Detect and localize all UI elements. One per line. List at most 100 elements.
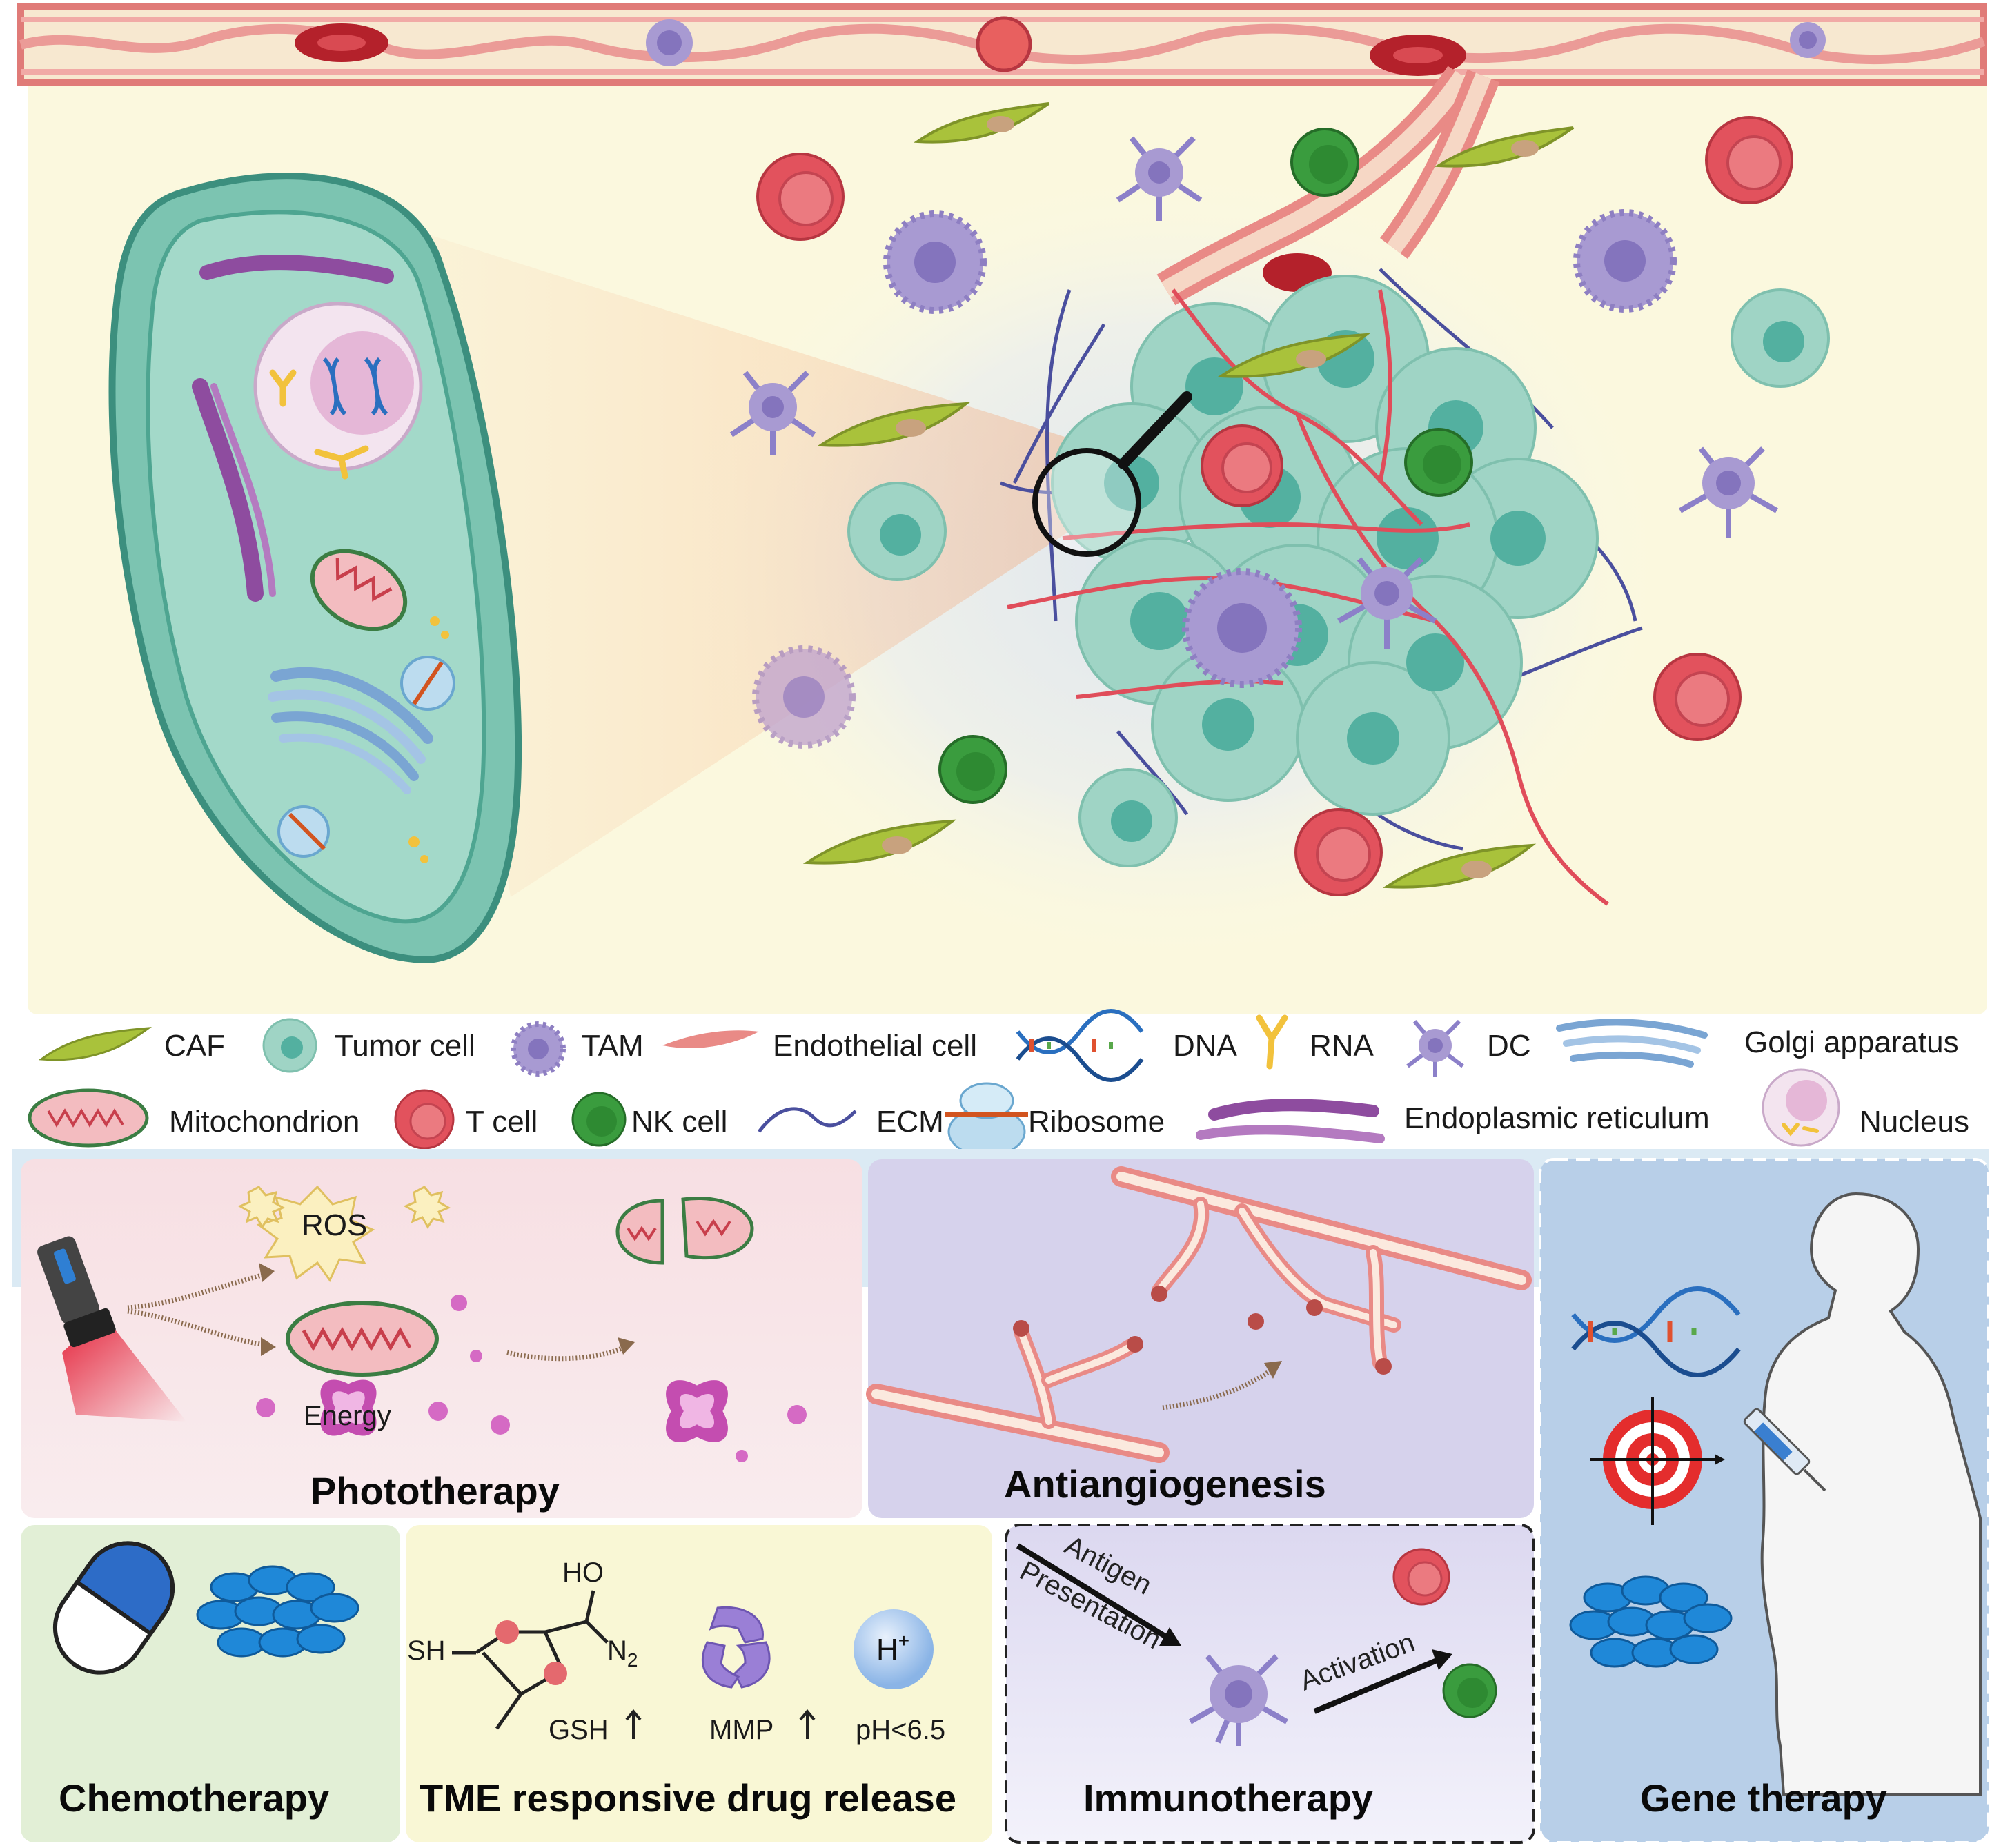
t-cell-icon xyxy=(1392,1548,1450,1606)
mitochondrion-icon xyxy=(310,549,408,631)
nucleus-legend-icon xyxy=(1762,1068,1840,1147)
t-cell xyxy=(1294,808,1383,896)
ho-label: HO xyxy=(562,1557,604,1588)
legend-ribosome: Ribosome xyxy=(1028,1105,1165,1139)
dendritic-cell xyxy=(729,371,816,455)
er-icon xyxy=(199,255,394,284)
n2-label: N2 xyxy=(607,1635,638,1671)
legend-nucleus: Nucleus xyxy=(1860,1105,1969,1139)
energy-flower-icon xyxy=(320,1379,377,1436)
tam xyxy=(752,645,856,749)
tumor-cell xyxy=(1731,288,1830,388)
energy-flower-large-icon xyxy=(666,1380,728,1442)
gene-therapy-title: Gene therapy xyxy=(1640,1776,1887,1820)
dendritic-cell xyxy=(1116,136,1203,221)
ecm-legend-icon xyxy=(758,1107,857,1133)
nk-cell xyxy=(1290,128,1359,197)
t-cell xyxy=(756,153,845,241)
antigen-arrow xyxy=(1016,1543,1172,1642)
zoomed-tumor-cell xyxy=(108,173,522,963)
caf-legend-icon xyxy=(38,1027,152,1061)
legend-endothelial-cell: Endothelial cell xyxy=(773,1029,977,1063)
dc-legend-icon xyxy=(1406,1019,1464,1077)
syringe-icon xyxy=(1743,1408,1826,1492)
mmp-up-arrow xyxy=(799,1709,816,1739)
tam xyxy=(1573,209,1677,313)
caf xyxy=(914,102,1050,144)
tumor-cluster-icon xyxy=(1569,1575,1733,1668)
broken-mitochondrion-icon xyxy=(615,1197,754,1265)
ph-label: pH<6.5 xyxy=(856,1715,945,1745)
legend-dc: DC xyxy=(1487,1029,1531,1063)
er-legend-icon xyxy=(1196,1099,1385,1143)
tip-cells xyxy=(1013,1286,1392,1375)
zoom-beam xyxy=(407,228,1080,897)
legend: CAF Tumor cell TAM Endothelial cell DNA … xyxy=(28,1009,1969,1157)
tumor-cell xyxy=(847,482,947,581)
chemotherapy-title: Chemotherapy xyxy=(59,1776,329,1820)
tam xyxy=(1182,568,1302,688)
anti-arrow xyxy=(1162,1364,1279,1410)
caf xyxy=(816,402,971,447)
small-energy-icons xyxy=(256,1295,807,1462)
t-cell xyxy=(1705,116,1793,204)
tme-release-panel: SH HO N2 GSH MMP H+ pH<6.5 TME responsiv… xyxy=(406,1525,992,1842)
legend-dna: DNA xyxy=(1173,1029,1238,1063)
legend-rna: RNA xyxy=(1310,1029,1374,1063)
branching-vessel xyxy=(1156,66,1500,306)
tam xyxy=(883,210,987,314)
legend-golgi: Golgi apparatus xyxy=(1744,1025,1959,1059)
mitochondrion-icon xyxy=(286,1301,439,1377)
split-arrow-down xyxy=(127,1308,270,1348)
nk-cell xyxy=(938,735,1007,804)
endothelial-legend-icon xyxy=(662,1030,759,1048)
capsule-icon xyxy=(52,1541,175,1675)
t-cell xyxy=(1653,653,1742,741)
top-blood-vessel xyxy=(17,3,1987,86)
mmp-label: MMP xyxy=(709,1715,773,1745)
target-icon xyxy=(1590,1397,1725,1525)
h-label: H+ xyxy=(876,1630,909,1667)
legend-nk-cell: NK cell xyxy=(631,1105,727,1139)
legend-tam: TAM xyxy=(582,1029,644,1063)
golgi-legend-icon xyxy=(1556,1019,1708,1068)
dna-icon xyxy=(1571,1286,1741,1377)
vessel-network-icon xyxy=(866,1166,1532,1463)
caf xyxy=(802,819,957,865)
phototherapy-title: Phototherapy xyxy=(310,1469,560,1513)
immunotherapy-title: Immunotherapy xyxy=(1083,1776,1373,1820)
mitochondrion-legend-icon xyxy=(28,1088,149,1148)
caf xyxy=(1434,126,1575,168)
activation-arrow xyxy=(1313,1657,1440,1714)
nk-cell-icon xyxy=(1442,1663,1497,1718)
tumor-cluster-icon xyxy=(196,1565,359,1658)
human-silhouette-icon xyxy=(1760,1192,1982,1796)
antiangiogenesis-title: Antiangiogenesis xyxy=(1004,1462,1326,1506)
ribosome-legend-icon xyxy=(945,1082,1028,1157)
dendritic-cell xyxy=(1337,557,1437,649)
tme-title: TME responsive drug release xyxy=(420,1776,956,1820)
gsh-label: GSH xyxy=(549,1715,609,1745)
legend-caf: CAF xyxy=(164,1029,225,1063)
flashlight-icon xyxy=(37,1236,186,1422)
scattered-cells xyxy=(729,102,1830,896)
legend-ecm: ECM xyxy=(876,1105,944,1139)
ros-label: ROS xyxy=(302,1208,367,1242)
sh-label: SH xyxy=(407,1635,446,1666)
photo-progress-arrow xyxy=(506,1343,629,1362)
caf xyxy=(1216,333,1371,378)
gsh-up-arrow xyxy=(625,1709,642,1739)
legend-tumor-cell: Tumor cell xyxy=(335,1029,475,1063)
gene-therapy-panel: Gene therapy xyxy=(1539,1158,1990,1844)
phototherapy-panel: ROS xyxy=(21,1159,862,1518)
ros-burst-icon xyxy=(237,1185,451,1282)
mmp-enzyme-icon xyxy=(701,1606,771,1689)
t-cell xyxy=(1201,424,1283,507)
tumor-cell xyxy=(1078,768,1178,867)
immunotherapy-panel: Antigen Presentation Activation Immunoth… xyxy=(1005,1524,1535,1844)
proton-icon xyxy=(854,1609,934,1689)
dendritic-cell-icon xyxy=(1189,1654,1288,1746)
energy-label: Energy xyxy=(304,1401,391,1431)
